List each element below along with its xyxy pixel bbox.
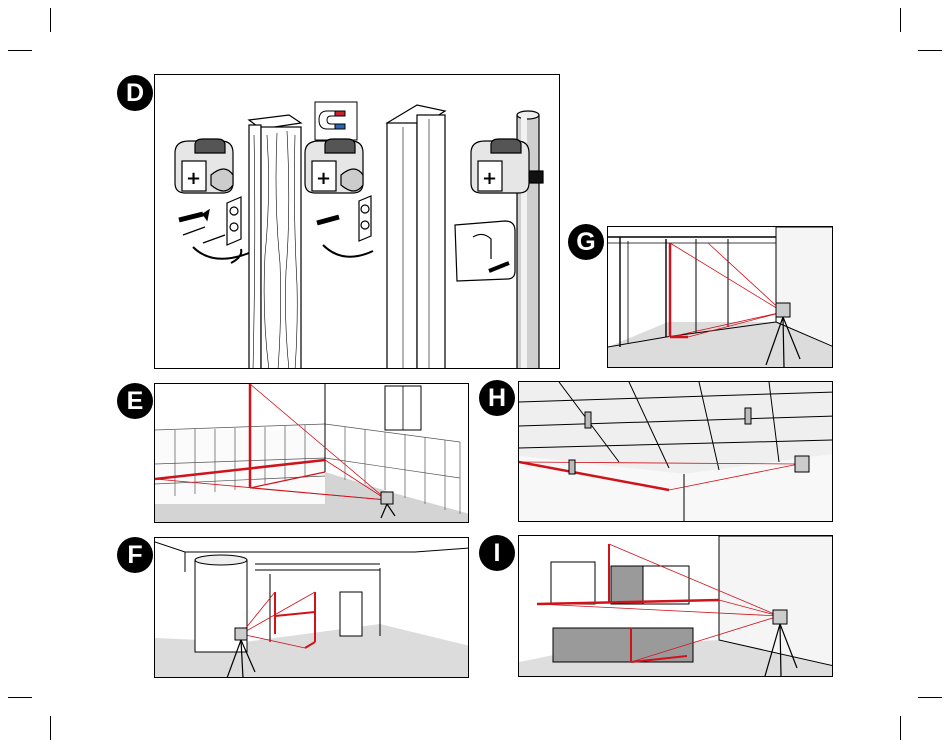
panel-i-kitchen-scene [518, 535, 833, 677]
magnet-icon [315, 102, 357, 140]
figure-label-e: E [117, 383, 153, 419]
figure-label-f: F [117, 537, 153, 573]
crop-mark-bottom-right-v [900, 716, 901, 740]
crop-mark-top-left-h [8, 50, 32, 51]
strap-clamp [455, 221, 515, 281]
figure-label-i: I [479, 535, 515, 571]
panel-f-basement-scene [154, 537, 469, 678]
crop-mark-bottom-left-v [50, 716, 51, 740]
panel-h-ceiling-grid [518, 381, 833, 522]
wooden-post [249, 115, 301, 369]
basement-scene-f [155, 538, 469, 678]
crop-mark-bottom-left-h [8, 697, 32, 698]
steel-beam [387, 105, 445, 369]
laser-device-1: + [175, 139, 233, 193]
svg-text:+: + [482, 168, 497, 189]
mounting-plate-1 [179, 197, 249, 263]
ceiling-scene-h [519, 382, 833, 522]
crop-mark-bottom-right-h [918, 697, 942, 698]
panel-d-mounting-illustration: + + [154, 74, 560, 369]
panel-g-room-scene [607, 226, 833, 368]
figure-label-g: G [568, 224, 604, 260]
room-scene-g [608, 227, 833, 368]
crop-mark-top-left-v [50, 8, 51, 32]
laser-device-2: + [305, 139, 373, 257]
figure-label-d: D [117, 75, 153, 111]
figure-label-h: H [479, 380, 515, 416]
laser-device-3: + [471, 139, 529, 193]
crop-mark-top-right-v [900, 8, 901, 32]
crop-mark-top-right-h [918, 50, 942, 51]
kitchen-scene-i [519, 536, 833, 677]
mounting-illustration: + + [155, 75, 560, 369]
room-scene-e [155, 384, 469, 523]
svg-text:+: + [186, 168, 201, 189]
panel-e-tiled-room [154, 383, 469, 523]
svg-text:+: + [316, 168, 331, 189]
